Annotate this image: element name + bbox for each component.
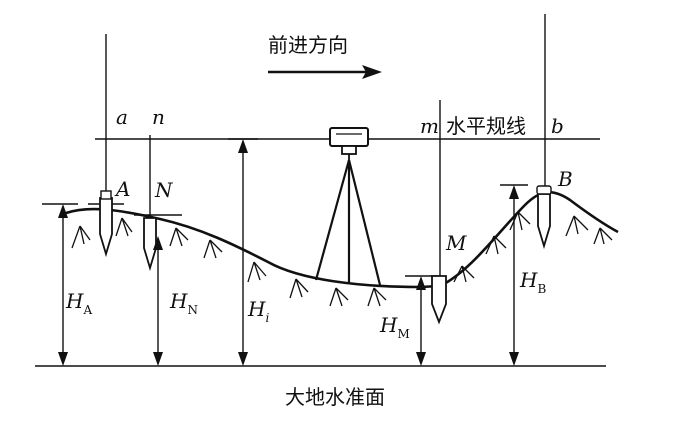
dimension-Hi bbox=[238, 139, 248, 366]
staff-label-a: a bbox=[116, 105, 128, 129]
ground-hatching bbox=[71, 211, 613, 307]
label-HN-main: H bbox=[169, 289, 188, 313]
tripod-icon bbox=[314, 159, 382, 286]
label-HA: HA bbox=[65, 289, 92, 317]
label-HM-main: H bbox=[379, 313, 398, 337]
label-Hi: Hi bbox=[247, 297, 269, 325]
direction-arrow bbox=[268, 65, 382, 79]
label-Hi-main: H bbox=[247, 297, 266, 321]
label-HM: HM bbox=[379, 313, 410, 341]
staff-label-b: b bbox=[551, 114, 564, 138]
point-label-M: M bbox=[445, 231, 467, 255]
level-instrument-icon bbox=[329, 127, 369, 160]
direction-label: 前进方向 bbox=[268, 33, 348, 57]
label-HB: HB bbox=[519, 268, 546, 296]
point-label-A: A bbox=[114, 177, 130, 201]
horizontal-line-label: 水平规线 bbox=[446, 114, 526, 138]
dimension-HB bbox=[509, 185, 519, 366]
label-HN-sub: N bbox=[187, 303, 198, 317]
staff-label-n: n bbox=[152, 105, 165, 129]
stake-A bbox=[88, 190, 124, 258]
label-HM-sub: M bbox=[397, 327, 409, 341]
label-HA-sub: A bbox=[82, 303, 92, 317]
point-label-B: B bbox=[557, 167, 573, 191]
label-HB-sub: B bbox=[537, 282, 546, 296]
label-HA-main: H bbox=[65, 289, 84, 313]
dimension-HN bbox=[153, 236, 163, 366]
stake-N bbox=[134, 214, 182, 272]
datum-label: 大地水准面 bbox=[285, 385, 385, 409]
stake-B bbox=[500, 184, 552, 250]
label-HB-main: H bbox=[519, 268, 538, 292]
label-Hi-sub: i bbox=[265, 311, 269, 325]
label-HN: HN bbox=[169, 289, 198, 317]
ground-surface bbox=[65, 191, 619, 289]
dimension-HM bbox=[416, 276, 426, 366]
stake-M bbox=[405, 275, 447, 325]
point-label-N: N bbox=[154, 178, 174, 202]
staff-label-m: m bbox=[420, 114, 439, 138]
dimension-HA bbox=[58, 204, 68, 366]
